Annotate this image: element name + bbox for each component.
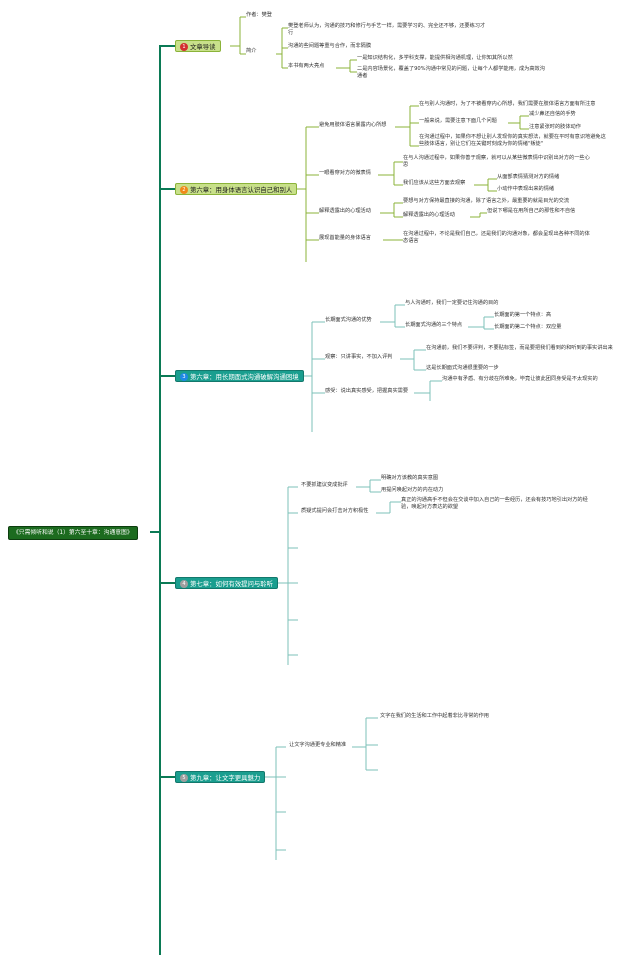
ch2-b-1[interactable]: 在与人沟通过程中，如果你善于观察，就可以从某些微表情中识别出对方的一些心思 xyxy=(403,155,590,168)
ch2-c-1[interactable]: 要想与对方保持最直接的沟通，除了语言之外，最重要的就是目光的交流 xyxy=(403,198,570,204)
ch3-b-2[interactable]: 这是长期面式沟通很重要的一步 xyxy=(426,365,499,371)
chapter-3-badge: 3 xyxy=(180,373,188,381)
ch1-author[interactable]: 作者：樊登 xyxy=(246,12,272,18)
ch4-topic-a[interactable]: 不要抓建议变成批评 xyxy=(301,482,348,488)
chapter-2-label: 第六章：用身体语言认识自己和别人 xyxy=(190,186,293,194)
ch3-topic-b[interactable]: 观察：只讲事实，不加入评判 xyxy=(325,354,393,360)
ch1-intro-2[interactable]: 沟通的些间题等重与合作，而非隔膜 xyxy=(288,43,372,49)
ch3-b-1[interactable]: 在沟通前，我们不要评判，不要贴标签，而是要把我们看到的和听到的事实讲出来 xyxy=(426,345,613,351)
ch1-intro-3a[interactable]: 一是知识结构化，多学科支撑，能提供相沟通机理，让你知其所以然 xyxy=(357,55,513,61)
ch3-a-1[interactable]: 与人沟通时，我们一定要记住沟通的目的 xyxy=(405,300,499,306)
ch1-intro-3[interactable]: 本书有两大亮点 xyxy=(288,63,325,69)
ch2-d-1[interactable]: 在沟通过程中，不论是我们自己，还是我们的沟通对象，都会呈现出各种不同的体态语言 xyxy=(403,231,590,244)
ch1-intro-1[interactable]: 樊登老师认为，沟通的技巧和修行与手艺一样，需要学习的、完全还不够，还要练习才行 xyxy=(288,23,486,36)
chapter-4-badge: 4 xyxy=(180,580,188,588)
ch4-a-2[interactable]: 用提问唤起对方的内在动力 xyxy=(381,487,444,493)
ch2-topic-c[interactable]: 解释透露出的心理活动 xyxy=(319,208,371,214)
ch3-topic-c[interactable]: 感受：说出真实感受，把握真实需要 xyxy=(325,388,409,394)
ch2-b-2b[interactable]: 小动作中表现出来的情绪 xyxy=(497,186,555,192)
chapter-3-label: 第六章：用长期面式沟通破解沟通困境 xyxy=(190,373,299,381)
ch5-a-1[interactable]: 文字在我们的生活和工作中起着非比寻常的作用 xyxy=(380,713,489,719)
chapter-1-badge: 1 xyxy=(180,43,188,51)
ch3-a-2a[interactable]: 长期面的第一个特点：高 xyxy=(494,312,552,318)
chapter-5-label: 第九章：让文字更具魅力 xyxy=(190,774,261,782)
chapter-2-badge: 2 xyxy=(180,186,188,194)
ch4-topic-b[interactable]: 质疑式提问会打击对方积极性 xyxy=(301,508,369,514)
ch2-a-3[interactable]: 在沟通过程中，如果你不想让别人发现你的真实想法，就要在平时有意识地避免这些肢体语… xyxy=(419,134,606,147)
chapter-4-label: 第七章：如何有效提问与聆听 xyxy=(190,580,274,588)
ch1-intro-3b[interactable]: 二是内容场景化，覆盖了90%沟通中常见的问题，让每个人都学能用，成为高效沟通者 xyxy=(357,66,545,79)
root-topic[interactable]: 《只需倾听和说（1）第六至十章：沟通意图》 xyxy=(8,526,138,540)
ch3-a-2b[interactable]: 长期面的第二个特点：双应量 xyxy=(494,324,562,330)
ch2-c-2[interactable]: 解释透露出的心理活动 xyxy=(403,212,455,218)
ch2-a-2a[interactable]: 减少鼻还自信的手势 xyxy=(529,111,576,117)
ch2-a-1[interactable]: 在与别人沟通时，为了不被看穿内心所想，我们需要在肢体语言方面有所注意 xyxy=(419,101,596,107)
ch2-b-2[interactable]: 我们应该从这些方面去观察 xyxy=(403,180,466,186)
ch2-a-2[interactable]: 一般来说，需要注意下面几个问题 xyxy=(419,118,497,124)
ch5-topic-a[interactable]: 让文字沟通更专业和精准 xyxy=(289,742,347,748)
ch2-topic-d[interactable]: 展现首能量的身体语言 xyxy=(319,235,371,241)
chapter-5-badge: 5 xyxy=(180,774,188,782)
ch2-topic-a[interactable]: 避免用肢体语言暴露内心所想 xyxy=(319,122,387,128)
ch4-b-1[interactable]: 真正的沟通高手不但会在交谈中加入自己的一些经历，还会有技巧地引出对方的经验，唤起… xyxy=(401,497,588,510)
ch2-b-2a[interactable]: 从面部表情猜测对方的情绪 xyxy=(497,174,560,180)
ch2-c-2a[interactable]: 但说下哪是在用所自己的那性和不自信 xyxy=(487,208,576,214)
ch4-a-1[interactable]: 明确对方该教的真实意图 xyxy=(381,475,439,481)
ch1-intro[interactable]: 简介 xyxy=(246,48,257,54)
chapter-1-label: 文章导读 xyxy=(190,43,216,51)
ch3-topic-a[interactable]: 长期面式沟通的优势 xyxy=(325,317,372,323)
ch3-c-1[interactable]: 沟通中有矛盾、有分歧在所难免，毕竟让彼此团同身受是不太现实的 xyxy=(442,376,598,382)
ch2-a-2b[interactable]: 注意紧张时的肢体动作 xyxy=(529,124,581,130)
ch3-a-2[interactable]: 长期面式沟通的三个特点 xyxy=(405,322,463,328)
ch2-topic-b[interactable]: 一眼看穿对方的微表情 xyxy=(319,170,371,176)
